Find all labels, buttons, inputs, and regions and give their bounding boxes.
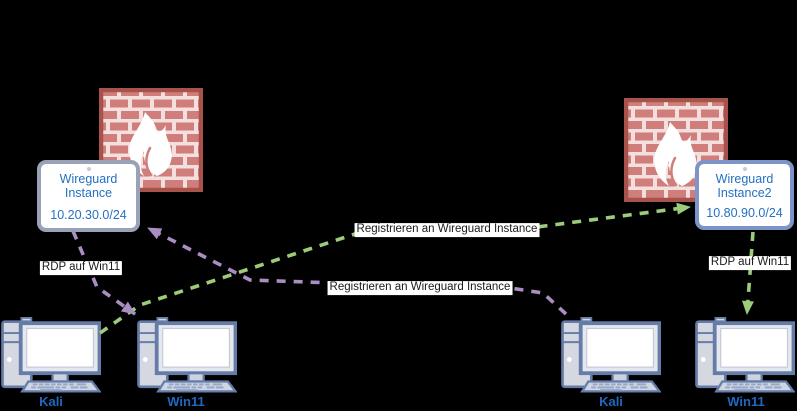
computer-label-win11-right: Win11 [727,394,765,409]
computer-label-kali-left: Kali [39,394,63,409]
wireguard2-subnet: 10.80.90.0/24 [706,206,783,220]
edge-label-register-green: Registrieren an Wireguard Instance [354,223,540,237]
edge-label-rdp-right: RDP auf Win11 [708,256,792,270]
edge-rdp-wireguard1-to-win11-left [71,230,137,316]
wireguard-instance-node: Wireguard Instance 10.20.30.0/24 [37,160,140,232]
edge-rdp-wireguard2-to-win11-right [741,231,755,315]
wireguard1-title: Wireguard Instance [59,172,118,200]
computer-label-win11-left: Win11 [167,394,205,409]
tablet-camera-dot [86,167,91,171]
wireguard2-title: Wireguard Instance2 [715,172,774,200]
edge-label-register-purple: Registrieren an Wireguard Instance [327,281,513,295]
edge-register-kali-right-to-wireguard1 [147,226,568,316]
tablet-camera-dot [742,167,747,171]
computer-label-kali-right: Kali [599,394,623,409]
edge-label-rdp-left: RDP auf Win11 [39,261,123,275]
wireguard-instance2-node: Wireguard Instance2 10.80.90.0/24 [695,160,794,230]
wireguard1-subnet: 10.20.30.0/24 [50,208,127,222]
